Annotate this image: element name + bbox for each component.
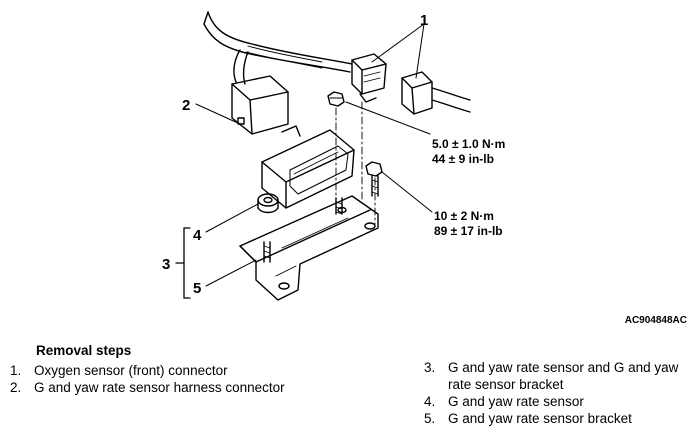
removal-step: 3. G and yaw rate sensor and G and yaw r… (424, 360, 679, 392)
torque-upper-imperial: 44 ± 9 in-lb (432, 152, 494, 166)
removal-steps-heading: Removal steps (36, 343, 132, 358)
torque-upper-metric: 5.0 ± 1.0 N·m (432, 137, 505, 151)
figure-code: AC904848AC (625, 315, 687, 326)
callout-5: 5 (193, 280, 201, 297)
removal-step: 1. Oxygen sensor (front) connector (10, 363, 228, 378)
assembly-center-lines (335, 101, 376, 225)
removal-step: 2. G and yaw rate sensor harness connect… (10, 380, 285, 395)
callout-4: 4 (193, 227, 202, 244)
upper-nut (327, 91, 345, 107)
removal-steps-list-right: 3. G and yaw rate sensor and G and yaw r… (424, 359, 692, 427)
harness-connector-drawing (351, 53, 471, 115)
yaw-rate-sensor-drawing (257, 125, 355, 214)
oxygen-sensor-connector-drawing (231, 75, 289, 135)
torque-lower-metric: 10 ± 2 N·m (434, 209, 494, 223)
lower-bolt (365, 161, 383, 197)
wiring-harness (203, 11, 353, 85)
callout-2: 2 (182, 97, 190, 114)
removal-step: 5. G and yaw rate sensor bracket (424, 411, 632, 426)
torque-lower-imperial: 89 ± 17 in-lb (434, 224, 503, 238)
leader-lines (175, 23, 433, 299)
removal-step: 4. G and yaw rate sensor (424, 394, 584, 409)
callout-3: 3 (162, 256, 170, 273)
removal-steps-list-left: 1. Oxygen sensor (front) connector 2. G … (10, 362, 300, 396)
callout-1: 1 (420, 12, 428, 29)
exploded-view-diagram: 1 2 3 4 5 5.0 ± 1.0 N·m 44 ± 9 in-lb 10 … (162, 11, 687, 326)
sensor-bracket-drawing (239, 195, 379, 301)
